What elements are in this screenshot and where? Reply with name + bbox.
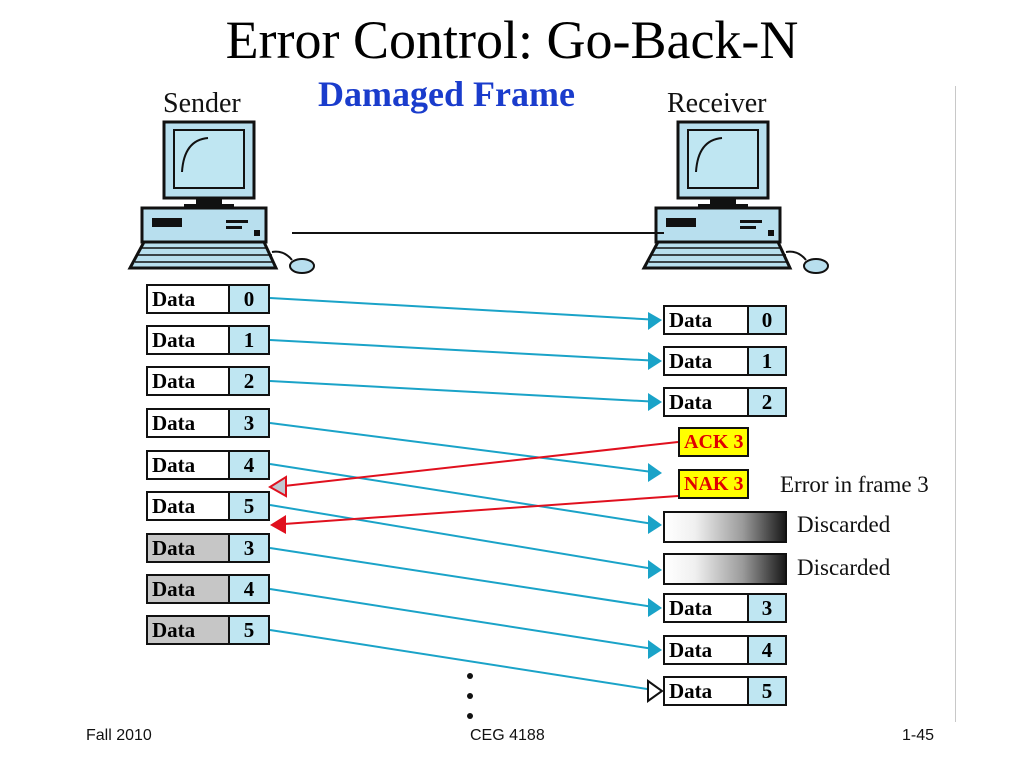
sender-frame-1: Data 1 (146, 325, 270, 355)
receiver-frame-1: Data 1 (663, 346, 787, 376)
frame-data-label: Data (148, 535, 230, 561)
arrowhead-1 (648, 352, 662, 370)
arrow-frame-4 (269, 463, 661, 526)
arrowhead-6 (648, 598, 662, 617)
frame-number: 4 (749, 637, 785, 663)
arrow-frame-3-resend (269, 547, 661, 609)
slide-subtitle: Damaged Frame (318, 74, 575, 114)
arrowhead-4 (648, 515, 662, 534)
frame-number: 3 (230, 535, 268, 561)
arrowhead-3 (648, 463, 662, 482)
arrowhead-2 (648, 393, 662, 411)
nak-3-badge: NAK 3 (678, 469, 750, 499)
sender-frame-5-resend: Data 5 (146, 615, 270, 645)
arrow-frame-3 (269, 422, 661, 474)
frame-number: 3 (230, 410, 268, 436)
frame-data-label: Data (148, 617, 230, 643)
frame-data-label: Data (148, 493, 230, 519)
sender-frame-2: Data 2 (146, 366, 270, 396)
discarded-frame-4 (663, 511, 787, 543)
frame-data-label: Data (148, 410, 230, 436)
receiver-frame-2: Data 2 (663, 387, 787, 417)
divider-line (955, 86, 956, 722)
sender-frame-5: Data 5 (146, 491, 270, 521)
frame-number: 0 (230, 286, 268, 312)
frame-number: 1 (230, 327, 268, 353)
arrow-frame-5-resend (269, 629, 661, 692)
frame-number: 2 (230, 368, 268, 394)
frame-number: 3 (749, 595, 785, 621)
receiver-frame-4: Data 4 (663, 635, 787, 665)
frame-number: 5 (230, 493, 268, 519)
arrow-frame-2 (269, 380, 661, 403)
frame-number: 1 (749, 348, 785, 374)
discarded-label-1: Discarded (797, 512, 891, 537)
frame-data-label: Data (665, 307, 749, 333)
sender-frame-0: Data 0 (146, 284, 270, 314)
sender-label: Sender (163, 88, 241, 119)
sender-frame-3-resend: Data 3 (146, 533, 270, 563)
sender-frame-3: Data 3 (146, 408, 270, 438)
receiver-frame-5: Data 5 (663, 676, 787, 706)
continuation-dots (467, 673, 473, 719)
frame-number: 5 (749, 678, 785, 704)
frame-number: 2 (749, 389, 785, 415)
nak-arrowhead (270, 515, 286, 534)
frame-number: 5 (230, 617, 268, 643)
arrowhead-open (647, 679, 664, 703)
arrow-frame-4-resend (269, 588, 661, 651)
frame-number: 4 (230, 576, 268, 602)
receiver-frame-3: Data 3 (663, 593, 787, 623)
discarded-label-2: Discarded (797, 555, 891, 580)
arrowhead-7 (648, 640, 662, 659)
ack-3-badge: ACK 3 (678, 427, 750, 457)
frame-data-label: Data (148, 452, 230, 478)
frame-data-label: Data (148, 327, 230, 353)
arrow-nak-3 (283, 495, 679, 525)
arrow-frame-0 (269, 297, 661, 321)
frame-data-label: Data (665, 595, 749, 621)
discarded-frame-5 (663, 553, 787, 585)
frame-number: 4 (230, 452, 268, 478)
sender-frame-4: Data 4 (146, 450, 270, 480)
frame-data-label: Data (665, 637, 749, 663)
frame-data-label: Data (665, 389, 749, 415)
sender-frame-4-resend: Data 4 (146, 574, 270, 604)
sender-computer-icon (128, 120, 316, 275)
arrow-ack-3 (283, 441, 679, 487)
frame-data-label: Data (148, 368, 230, 394)
frame-number: 0 (749, 307, 785, 333)
slide-title: Error Control: Go-Back-N (225, 10, 799, 70)
arrowhead-0 (648, 312, 662, 330)
arrow-frame-5 (269, 504, 661, 571)
arrow-frame-1 (269, 339, 661, 362)
frame-data-label: Data (148, 576, 230, 602)
receiver-frame-0: Data 0 (663, 305, 787, 335)
frame-data-label: Data (665, 678, 749, 704)
frame-data-label: Data (148, 286, 230, 312)
footer-right: 1-45 (902, 727, 935, 744)
receiver-label: Receiver (667, 88, 767, 119)
receiver-computer-icon (642, 120, 830, 275)
ack-arrowhead (268, 475, 287, 498)
footer-left: Fall 2010 (86, 727, 152, 744)
error-note: Error in frame 3 (780, 472, 929, 497)
footer-center: CEG 4188 (470, 727, 545, 744)
arrowhead-5 (648, 560, 662, 579)
frame-data-label: Data (665, 348, 749, 374)
